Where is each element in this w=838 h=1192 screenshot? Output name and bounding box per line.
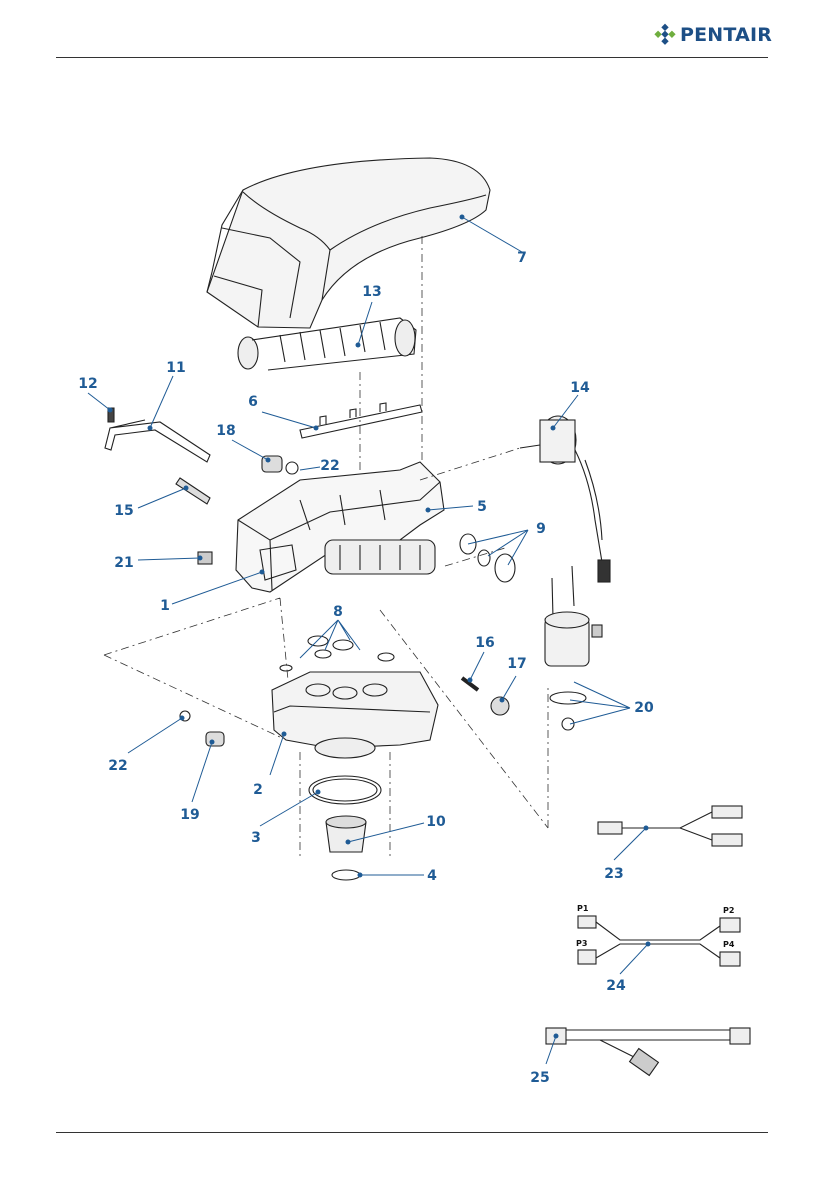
cable-25-part bbox=[546, 1028, 750, 1075]
callout-13: 13 bbox=[362, 284, 381, 300]
callout-19: 19 bbox=[180, 807, 199, 823]
callout-21: 21 bbox=[114, 555, 133, 571]
callout-1: 1 bbox=[160, 598, 170, 614]
cable-23-part bbox=[598, 806, 742, 846]
callout-14: 14 bbox=[570, 380, 589, 396]
callout-11: 11 bbox=[166, 360, 185, 376]
callout-2: 2 bbox=[253, 782, 263, 798]
cover-part bbox=[207, 158, 490, 328]
motor-part bbox=[520, 416, 610, 582]
rail-part bbox=[300, 403, 422, 438]
connector-label-p1: P1 bbox=[577, 904, 588, 913]
callout-24: 24 bbox=[606, 978, 625, 994]
callout-22: 22 bbox=[320, 458, 339, 474]
valve-body-part bbox=[236, 462, 444, 592]
callout-3: 3 bbox=[251, 830, 261, 846]
bracket-part bbox=[105, 420, 210, 462]
callout-22b: 22 bbox=[108, 758, 127, 774]
callout-15: 15 bbox=[114, 503, 133, 519]
connector-label-p3: P3 bbox=[576, 939, 587, 948]
callout-4: 4 bbox=[427, 868, 437, 884]
solenoid-part bbox=[545, 566, 602, 730]
connector-label-p4: P4 bbox=[723, 940, 734, 949]
base-part bbox=[272, 672, 438, 758]
callout-16: 16 bbox=[475, 635, 494, 651]
connector-label-p2: P2 bbox=[723, 906, 734, 915]
callout-20: 20 bbox=[634, 700, 653, 716]
callout-17: 17 bbox=[507, 656, 526, 672]
callout-6: 6 bbox=[248, 394, 258, 410]
cable-24-part bbox=[578, 916, 740, 966]
callout-10: 10 bbox=[426, 814, 445, 830]
callout-9: 9 bbox=[536, 521, 546, 537]
callout-12: 12 bbox=[78, 376, 97, 392]
injector-part bbox=[176, 478, 210, 504]
callout-18: 18 bbox=[216, 423, 235, 439]
callout-5: 5 bbox=[477, 499, 487, 515]
callout-7: 7 bbox=[517, 250, 527, 266]
callout-25: 25 bbox=[530, 1070, 549, 1086]
callout-23: 23 bbox=[604, 866, 623, 882]
callout-8: 8 bbox=[333, 604, 343, 620]
